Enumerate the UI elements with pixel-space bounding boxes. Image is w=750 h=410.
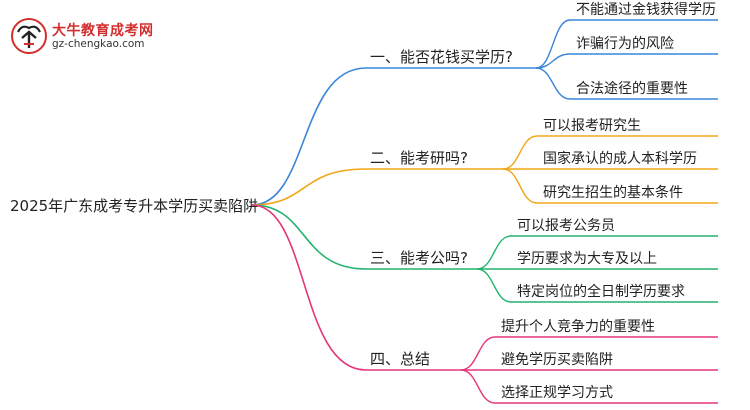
- site-logo: 大牛教育成考网 gz-chengkao.com: [8, 16, 168, 56]
- leaf-topic-1-3: 合法途径的重要性: [576, 80, 688, 97]
- leaf-topic-3-2: 学历要求为大专及以上: [517, 251, 657, 267]
- branch-topic-2: 二、能考研吗?: [370, 149, 468, 167]
- leaf-topic-1-1: 不能通过金钱获得学历: [576, 1, 716, 18]
- leaf-connector-1-2: [535, 53, 571, 69]
- leaf-connector-4-3: [460, 369, 496, 404]
- leaf-connector-2-1: [502, 135, 538, 170]
- leaf-topic-2-3: 研究生招生的基本条件: [543, 184, 683, 201]
- branch-connector-2: [251, 168, 367, 206]
- leaf-connector-1-3: [535, 67, 571, 100]
- leaf-topic-4-2: 避免学历买卖陷阱: [501, 352, 613, 368]
- branch-connector-4: [251, 204, 367, 371]
- leaf-topic-4-1: 提升个人竞争力的重要性: [501, 318, 655, 335]
- logo-url: gz-chengkao.com: [52, 38, 145, 50]
- leaf-topic-1-2: 诈骗行为的风险: [576, 36, 674, 52]
- branch-topic-3: 三、能考公吗?: [370, 249, 468, 267]
- leaf-topic-2-1: 可以报考研究生: [543, 118, 641, 134]
- root-topic: 2025年广东成考专升本学历买卖陷阱: [10, 197, 258, 215]
- branch-topic-4: 四、总结: [370, 350, 430, 368]
- leaf-connector-3-1: [476, 235, 512, 270]
- branch-topic-1: 一、能否花钱买学历?: [370, 48, 513, 66]
- leaf-topic-2-2: 国家承认的成人本科学历: [543, 150, 697, 167]
- leaf-connector-1-1: [535, 19, 571, 69]
- branch-connector-1: [251, 67, 367, 206]
- leaf-topic-4-3: 选择正规学习方式: [501, 385, 613, 401]
- leaf-connector-2-3: [502, 168, 538, 204]
- leaf-connector-3-3: [476, 268, 512, 303]
- leaf-connector-4-1: [460, 336, 496, 371]
- leaf-topic-3-3: 特定岗位的全日制学历要求: [517, 283, 685, 300]
- bull-logo-icon: [11, 18, 47, 54]
- branch-connector-3: [251, 204, 367, 270]
- logo-title: 大牛教育成考网: [52, 23, 154, 39]
- leaf-topic-3-1: 可以报考公务员: [517, 218, 615, 234]
